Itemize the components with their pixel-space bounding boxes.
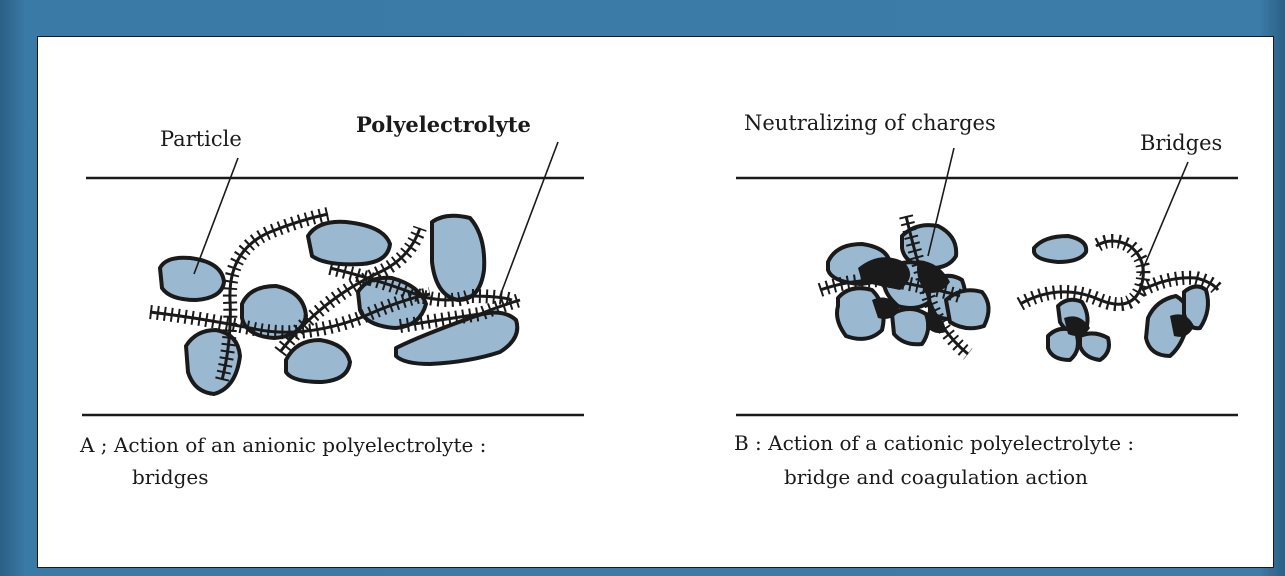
panel-a-particles	[160, 216, 517, 394]
panel-b: Neutralizing of charges Bridges B : Acti…	[734, 111, 1238, 489]
particle	[160, 258, 224, 300]
particle	[186, 330, 240, 394]
polyelectrolyte-chain	[1142, 278, 1218, 290]
particle	[286, 340, 350, 382]
particle	[1080, 333, 1109, 360]
caption-a-line2: bridges	[132, 465, 208, 489]
caption-b-line1: B : Action of a cationic polyelectrolyte…	[734, 431, 1134, 455]
label-neutralizing-of-charges: Neutralizing of charges	[744, 111, 996, 135]
particle	[308, 222, 390, 265]
panel-a: Particle Polyelectrolyte A ; Action of a…	[79, 112, 584, 489]
caption-a-line1: A ; Action of an anionic polyelectrolyte…	[79, 433, 486, 457]
label-bridges: Bridges	[1140, 131, 1222, 155]
particle	[432, 216, 484, 300]
label-particle: Particle	[160, 127, 242, 151]
particle	[946, 290, 989, 328]
particle	[1034, 236, 1086, 262]
particle	[892, 309, 928, 344]
caption-b-line2: bridge and coagulation action	[784, 465, 1088, 489]
polyelectrolyte-leader-line	[500, 142, 558, 296]
label-polyelectrolyte: Polyelectrolyte	[356, 112, 531, 137]
particle-leader-line	[194, 158, 238, 274]
